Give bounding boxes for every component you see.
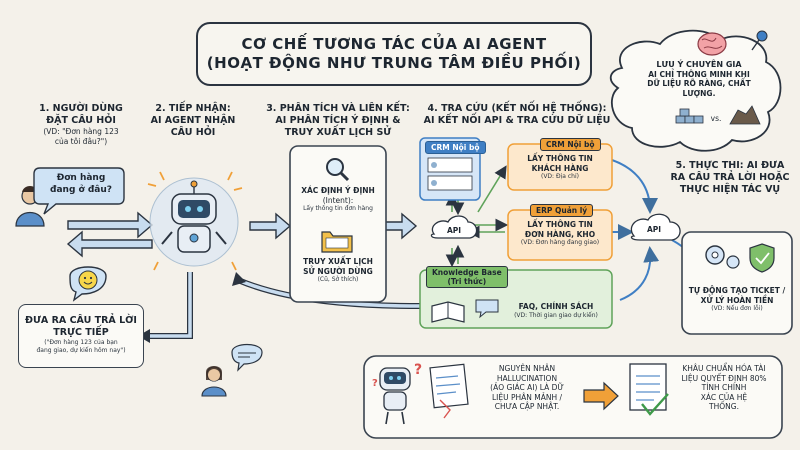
- expert-note: LƯU Ý CHUYÊN GIA AI CHỈ THÔNG MINH KHI D…: [647, 60, 751, 98]
- question-bubble-text: Đơn hàng đang ở đâu?: [50, 173, 112, 195]
- magnifier-icon: [326, 158, 350, 182]
- analysis-to-lookup-arrow: [383, 212, 418, 240]
- history-block: TRUY XUẤT LỊCH SỬ NGƯỜI DÙNG (Cũ, Sở thí…: [303, 257, 373, 283]
- answer-box: ĐƯA RA CÂU TRẢ LỜI TRỰC TIẾP ("Đơn hàng …: [18, 304, 144, 368]
- execution-action-text: TỰ ĐỘNG TẠO TICKET / XỬ LÝ HOÀN TIỀN (VD…: [688, 286, 786, 312]
- step1-heading: 1. NGƯỜI DÙNG ĐẶT CÂU HỎI (VD: "Đơn hàng…: [39, 103, 123, 146]
- book-icon: [431, 301, 465, 323]
- messy-data-icon: [729, 105, 761, 125]
- ai-agent-robot-icon: [147, 171, 243, 271]
- step3-heading: 3. PHÂN TÍCH VÀ LIÊN KẾT: AI PHÂN TÍCH Ý…: [266, 103, 410, 138]
- title-line-2: (HOẠT ĐỘNG NHƯ TRUNG TÂM ĐIỀU PHỐI): [206, 54, 582, 72]
- crm-window-tab: CRM Nội bộ: [425, 141, 486, 154]
- diagram-title-box: CƠ CHẾ TƯƠNG TÁC CỦA AI AGENT (HOẠT ĐỘNG…: [196, 22, 592, 86]
- api-cloud-icon: [430, 215, 478, 239]
- intent-block: XÁC ĐỊNH Ý ĐỊNH (Intent): Lấy thông tin …: [301, 186, 375, 212]
- question-bubble-shape: [33, 167, 125, 215]
- smiley-bubble-icon: [69, 266, 107, 302]
- knowledge-base-text: FAQ, CHÍNH SÁCH (VD: Thời gian giao dự k…: [514, 302, 598, 319]
- erp-info-text: LẤY THÔNG TIN ĐƠN HÀNG, KHO (VD: Đơn hàn…: [520, 220, 600, 246]
- pin-icon: [751, 30, 768, 51]
- api-label: API: [446, 226, 462, 235]
- standardization-note: KHÂU CHUẨN HÓA TÀI LIỆU QUYẾT ĐỊNH 80% T…: [681, 364, 767, 411]
- crm-tag: CRM Nội bộ: [540, 138, 601, 151]
- user-agent-arrow: [66, 211, 154, 258]
- crm-info-text: LẤY THÔNG TIN KHÁCH HÀNG (VD: Địa chỉ): [527, 154, 593, 180]
- folder-icon: [321, 231, 353, 253]
- agent-to-answer-arrow: [150, 272, 193, 339]
- step2-heading: 2. TIẾP NHẬN: AI AGENT NHẬN CÂU HỎI: [150, 103, 236, 138]
- notes-panel: [363, 355, 783, 439]
- execution-api-cloud-icon: [630, 213, 681, 241]
- svg-text:?: ?: [414, 362, 422, 378]
- agent-to-analysis-arrow: [249, 212, 292, 240]
- transform-arrow-icon: [583, 381, 619, 411]
- execution-action-panel: [681, 231, 793, 335]
- data-blocks-icon: [675, 108, 704, 124]
- title-line-1: CƠ CHẾ TƯƠNG TÁC CỦA AI AGENT: [241, 35, 547, 53]
- chat-notice-icon: [231, 343, 263, 372]
- hallucination-note: NGUYÊN NHÂN HALLUCINATION (ẢO GIÁC AI) L…: [490, 364, 564, 411]
- settings-gears-icon: [705, 245, 740, 269]
- erp-tag: ERP Quản lý: [530, 204, 594, 217]
- knowledge-base-tag: Knowledge Base (Tri thức): [426, 266, 508, 288]
- customer-avatar-icon: [201, 366, 227, 397]
- versus-label: vs.: [710, 114, 722, 123]
- analysis-panel: [289, 145, 387, 303]
- crm-records-icon: [427, 157, 473, 191]
- clean-documents-icon: [629, 363, 669, 416]
- svg-text:?: ?: [372, 378, 378, 389]
- step4-heading: 4. TRA CỨU (KẾT NỐI HỆ THỐNG): AI KẾT NỐ…: [423, 103, 611, 126]
- execution-api-label: API: [646, 225, 662, 234]
- shield-check-icon: [749, 243, 775, 273]
- brain-icon: [697, 32, 727, 56]
- confused-robot-icon: ? ?: [372, 362, 422, 425]
- broken-documents-icon: [429, 363, 469, 419]
- step5-heading: 5. THỰC THI: AI ĐƯA RA CÂU TRẢ LỜI HOẶC …: [670, 160, 790, 195]
- chat-bubbles-icon: [475, 299, 499, 319]
